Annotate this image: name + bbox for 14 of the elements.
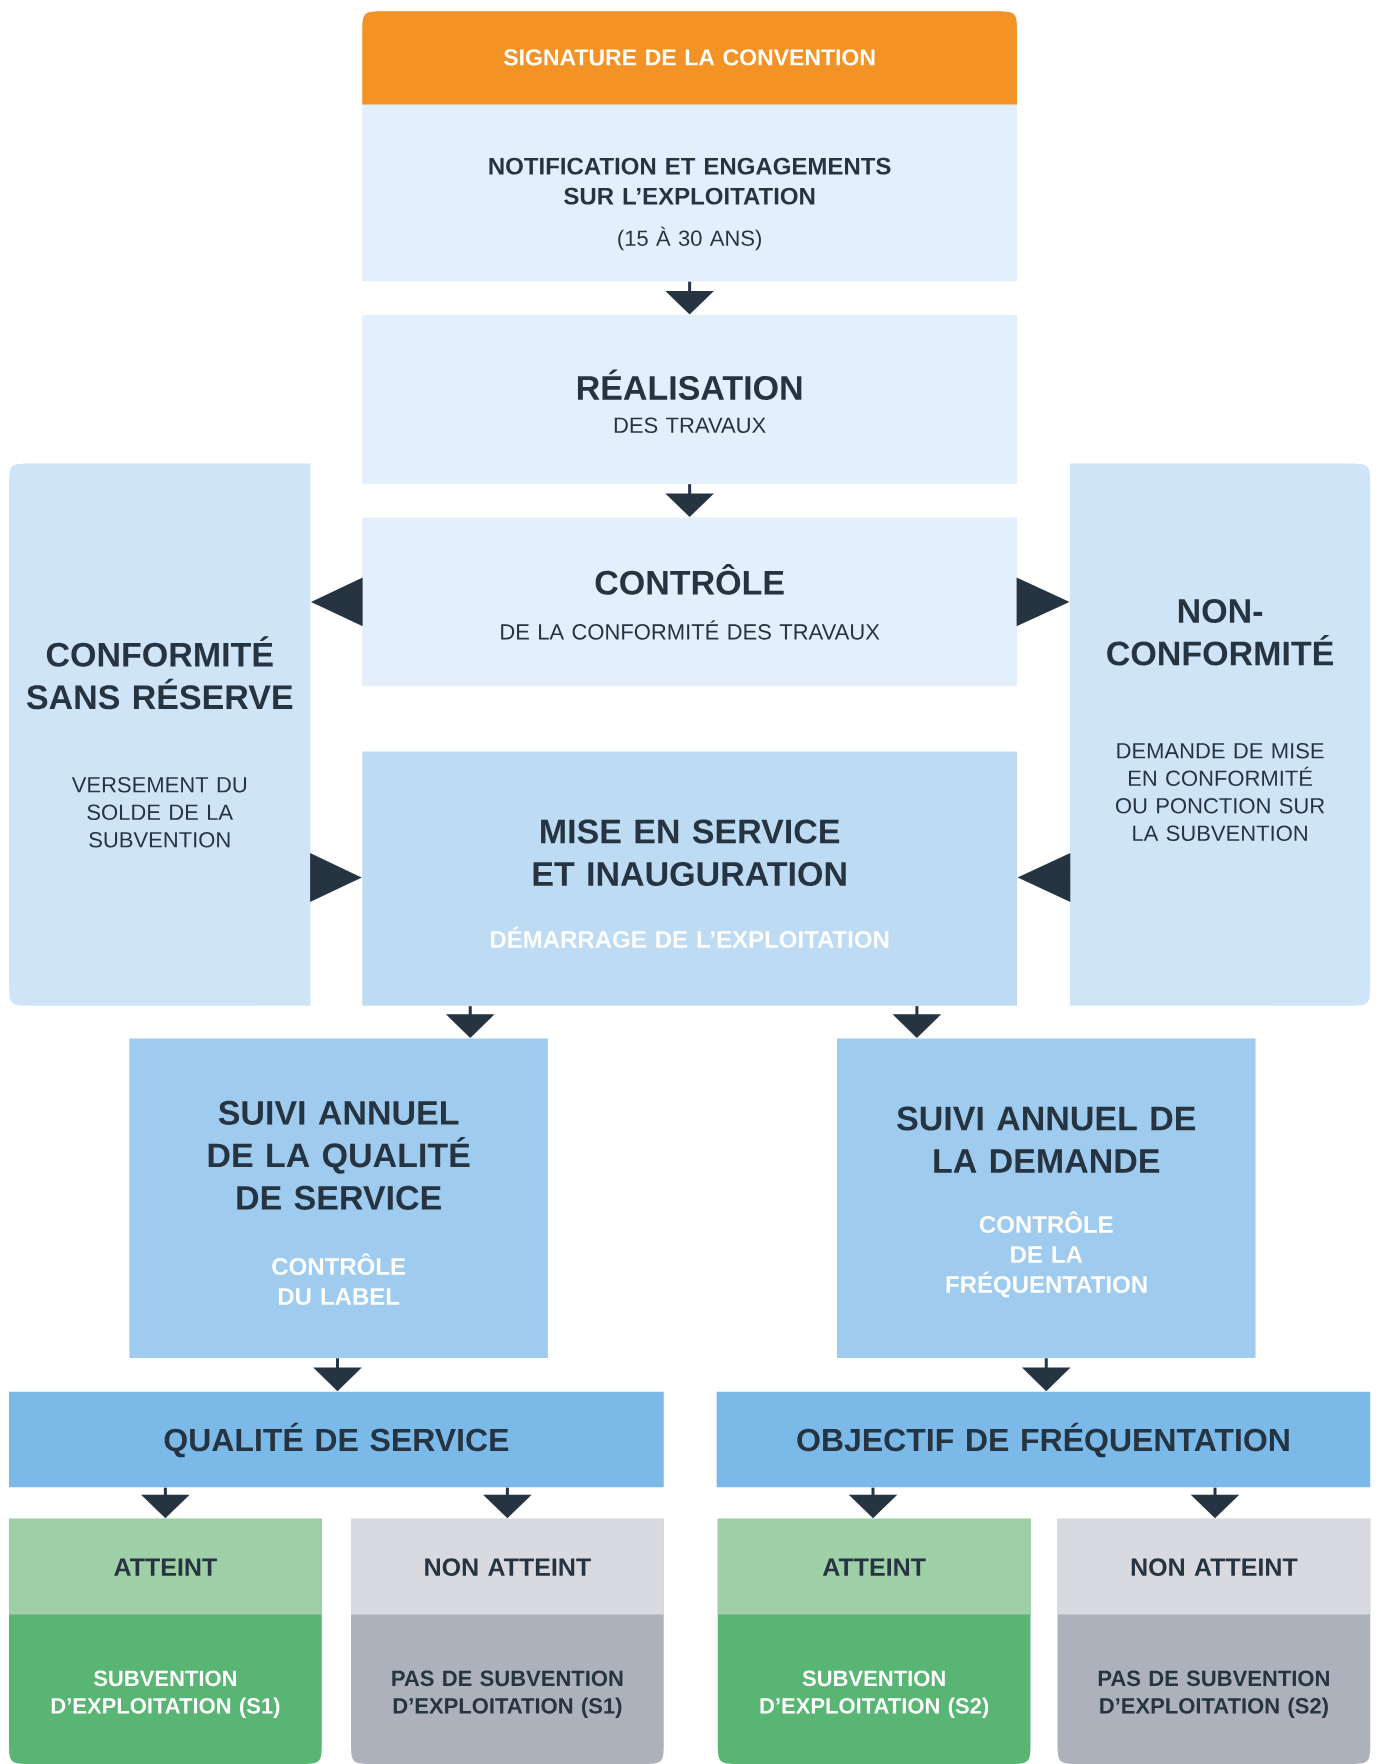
process-box: SUIVI ANNUEL DE LA DEMANDE CONTRÔLE DE LA FRÉQUENTATION: [836, 1038, 1256, 1358]
side-panel: CONFORMITÉ SANS RÉSERVE VERSEMENT DU SOLDE DE LA SUBVENTION: [8, 463, 311, 1006]
side-panel: NON-CONFORMITÉ DEMANDE DE MISE EN CONFORMITÉ OU PONCTION SUR LA SUBVENTION: [1069, 463, 1371, 1006]
process-box: RÉALISATION DES TRAVAUX: [362, 315, 1017, 484]
process-box: SIGNATURE DE LA CONVENTION NOTIFICATION ET ENGAGEMENTS SUR L’EXPLOITATION (15 À 30 ANS): [362, 11, 1017, 282]
result-box: ATTEINT SUBVENTION D’EXPLOITATION (S1): [8, 1518, 322, 1764]
result-box: ATTEINT SUBVENTION D’EXPLOITATION (S2): [717, 1518, 1031, 1764]
process-box: SUIVI ANNUEL DE LA QUALITÉ DE SERVICE CONTRÔLE DU LABEL: [129, 1038, 548, 1358]
result-box: NON ATTEINT PAS DE SUBVENTION D’EXPLOITATION (S1): [350, 1518, 664, 1764]
category-band: QUALITÉ DE SERVICE: [8, 1391, 664, 1488]
result-box: NON ATTEINT PAS DE SUBVENTION D’EXPLOITATION (S2): [1057, 1518, 1371, 1764]
category-band: OBJECTIF DE FRÉQUENTATION: [716, 1391, 1371, 1488]
process-box: CONTRÔLE DE LA CONFORMITÉ DES TRAVAUX: [362, 517, 1017, 687]
process-box: MISE EN SERVICE ET INAUGURATION DÉMARRAGE DE L’EXPLOITATION: [362, 751, 1017, 1006]
